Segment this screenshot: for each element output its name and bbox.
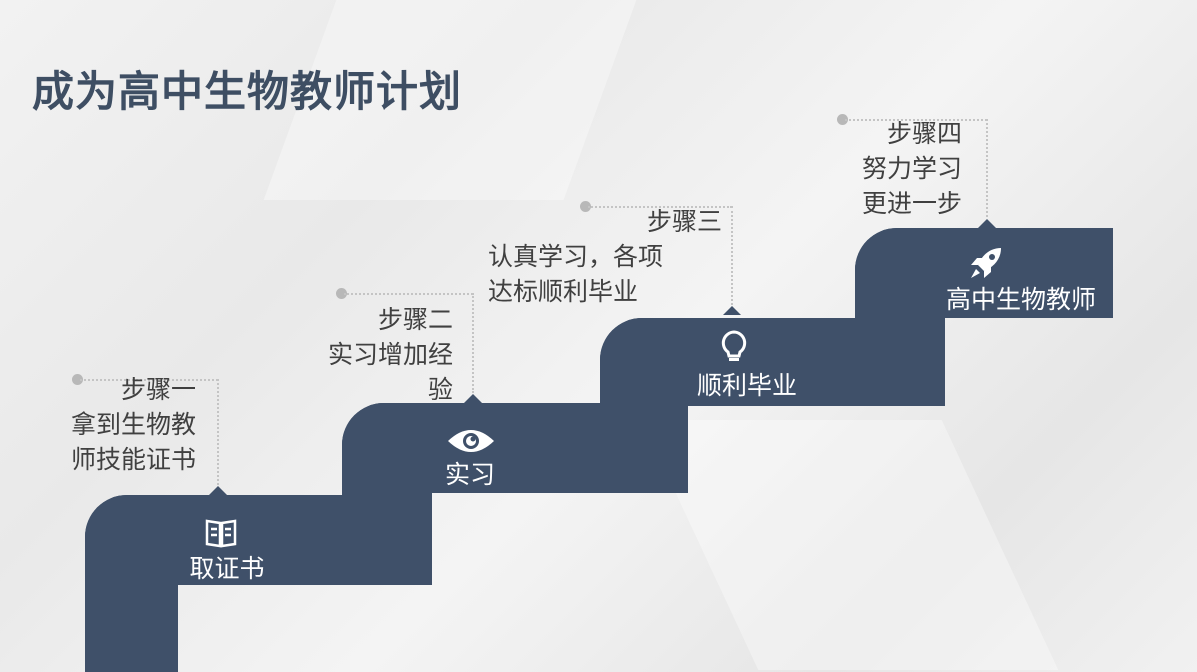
callout-line bbox=[217, 379, 219, 485]
desc-line: 验 bbox=[427, 375, 453, 404]
desc-line: 拿到生物教 bbox=[70, 410, 196, 439]
callout-line bbox=[986, 119, 988, 217]
step-1-description: 步骤一 拿到生物教 师技能证书 bbox=[26, 372, 196, 477]
pointer-2 bbox=[464, 394, 482, 403]
step-2-description: 步骤二 实习增加经 验 bbox=[283, 302, 453, 407]
desc-line: 认真学习，各项 bbox=[488, 242, 664, 271]
callout-dot-1 bbox=[72, 374, 83, 385]
pointer-4 bbox=[978, 219, 996, 228]
callout-line bbox=[845, 119, 987, 121]
background-facet bbox=[641, 420, 1059, 670]
callout-line bbox=[80, 379, 218, 381]
step-2-label: 实习 bbox=[444, 460, 495, 489]
callout-line bbox=[344, 293, 473, 295]
desc-line: 师技能证书 bbox=[70, 445, 196, 474]
callout-line bbox=[731, 206, 733, 305]
step-2-heading: 步骤二 bbox=[377, 305, 453, 334]
desc-line: 努力学习 bbox=[861, 154, 962, 183]
desc-line: 更进一步 bbox=[861, 189, 962, 218]
step-3-description: 步骤三 认真学习，各项 达标顺利毕业 bbox=[488, 204, 722, 309]
page-title: 成为高中生物教师计划 bbox=[32, 67, 463, 116]
lightbulb-icon bbox=[721, 330, 747, 361]
eye-icon bbox=[448, 430, 494, 452]
step-3-label: 顺利毕业 bbox=[696, 371, 797, 400]
pointer-1 bbox=[209, 486, 227, 495]
pointer-3 bbox=[723, 306, 741, 315]
step-4-label-clip: 高中生物教师 bbox=[940, 280, 1113, 316]
callout-dot-2 bbox=[336, 288, 347, 299]
step-4-heading: 步骤四 bbox=[886, 119, 962, 148]
step-3-heading: 步骤三 bbox=[646, 207, 722, 236]
rocket-icon bbox=[971, 248, 1001, 278]
callout-dot-3 bbox=[580, 201, 591, 212]
callout-dot-4 bbox=[837, 114, 848, 125]
desc-line: 实习增加经 bbox=[327, 340, 453, 369]
step-4-description: 步骤四 努力学习 更进一步 bbox=[792, 116, 962, 221]
callout-line bbox=[472, 293, 474, 393]
step-1-heading: 步骤一 bbox=[120, 375, 196, 404]
callout-line bbox=[588, 206, 732, 208]
desc-line: 达标顺利毕业 bbox=[488, 277, 639, 306]
book-icon bbox=[205, 519, 237, 548]
step-4-label: 高中生物教师 bbox=[946, 285, 1097, 314]
step-1-label: 取证书 bbox=[189, 554, 265, 583]
